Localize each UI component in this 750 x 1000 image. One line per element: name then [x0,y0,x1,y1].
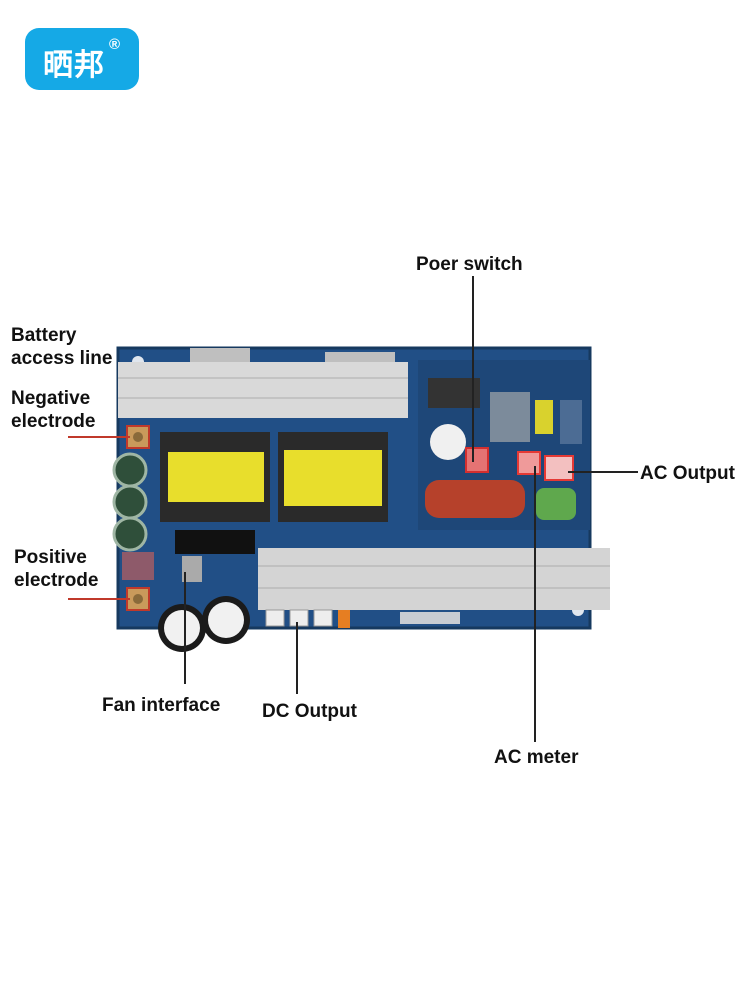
registered-mark: ® [109,36,121,53]
dc-output-connector [289,609,309,627]
capacitor-white [430,424,466,460]
film-capacitor [425,480,525,518]
leader-fan-interface [184,572,186,684]
brand-logo-text: 晒邦 [43,48,105,83]
label-fan-interface: Fan interface [102,695,221,716]
top-heatsink [118,362,408,418]
label-negative-electrode: Negative electrode [11,387,95,433]
ac-output-connector [544,455,574,481]
leader-ac-meter [534,466,536,742]
bottom-heatsink [258,548,610,610]
leader-dc-output [296,622,298,694]
brand-logo: 晒邦 ® [25,28,139,90]
label-battery-access-line: Battery access line [11,324,112,370]
label-power-switch: Poer switch [416,254,523,275]
leader-ac-output [568,471,638,473]
label-negative-line-1: Negative [11,388,91,409]
leader-negative [68,436,130,438]
label-dc-output: DC Output [262,701,357,722]
leader-positive [68,598,130,600]
fan-connector [182,556,202,582]
label-positive-line-1: Positive [14,547,87,568]
label-battery-line-2: access line [11,348,113,369]
power-switch-connector [465,447,489,473]
label-negative-line-2: electrode [11,411,96,432]
label-positive-line-2: electrode [14,570,99,591]
leader-power-switch [472,276,474,462]
label-positive-electrode: Positive electrode [14,546,98,592]
label-ac-meter: AC meter [494,747,579,768]
label-battery-line-1: Battery [11,325,77,346]
label-ac-output: AC Output [640,463,735,484]
